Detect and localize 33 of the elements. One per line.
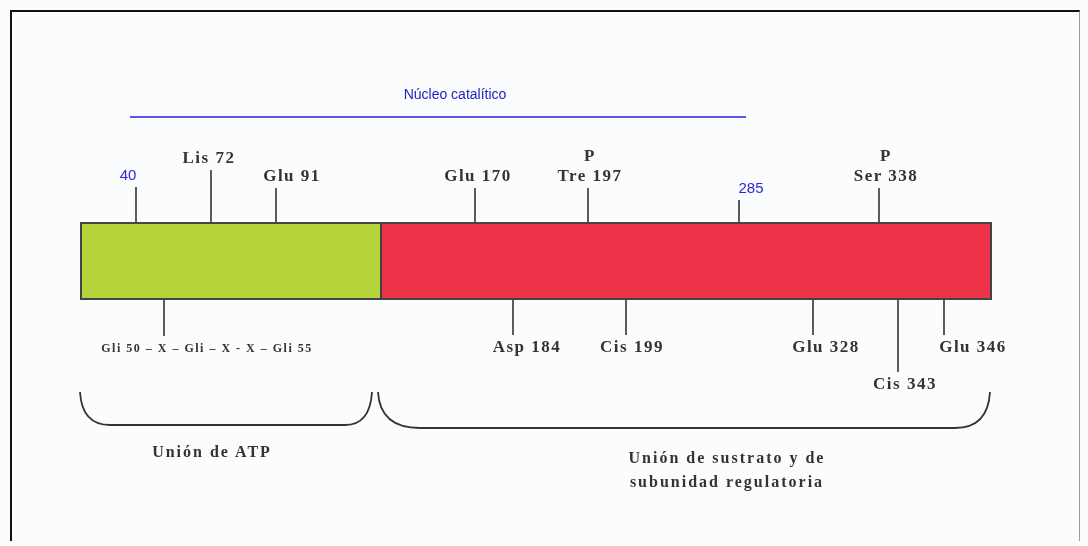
phosphorylation-mark: P (879, 146, 893, 166)
residue-label: Glu 346 (939, 337, 1007, 357)
residue-label: Cis 199 (600, 337, 664, 357)
region-caption: Unión de sustrato y de subunidad regulatoria (627, 448, 827, 493)
protein-domain-bar (80, 222, 382, 300)
residue-number: 40 (119, 165, 137, 185)
leader-line (812, 299, 814, 336)
phosphorylation-mark: P (583, 146, 597, 166)
residue-label: Ser 338 (853, 166, 919, 186)
leader-line (474, 187, 476, 223)
leader-line (163, 299, 165, 337)
residue-label: Lis 72 (182, 148, 236, 168)
residue-number: 285 (738, 178, 764, 198)
leader-line (135, 186, 137, 223)
leader-line (210, 169, 212, 223)
residue-label: Gli 50 – X – Gli – X - X – Gli 55 (101, 338, 313, 358)
leader-line (587, 187, 589, 223)
residue-label: Glu 91 (263, 166, 321, 186)
region-caption: Unión de ATP (151, 442, 273, 462)
residue-label: Cis 343 (873, 374, 937, 394)
leader-line (897, 299, 899, 373)
leader-line (943, 299, 945, 336)
protein-domain-bar (380, 222, 992, 300)
region-title: Núcleo catalítico (403, 86, 507, 102)
residue-label: Glu 328 (792, 337, 860, 357)
leader-line (275, 187, 277, 223)
residue-label: Tre 197 (557, 166, 623, 186)
residue-label: Asp 184 (492, 337, 562, 357)
leader-line (512, 299, 514, 336)
leader-line (878, 187, 880, 223)
residue-label: Glu 170 (444, 166, 512, 186)
leader-line (625, 299, 627, 336)
leader-line (738, 199, 740, 223)
